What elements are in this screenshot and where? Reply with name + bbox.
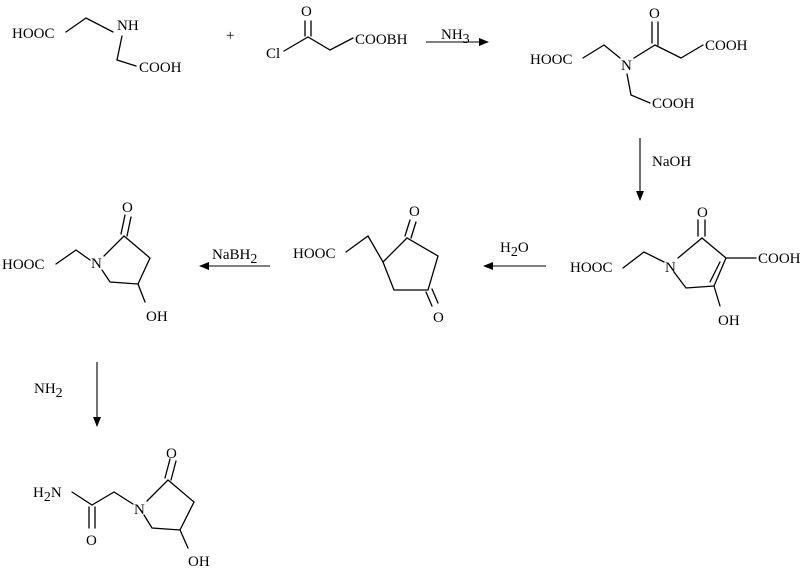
bond: [179, 529, 189, 549]
bond: [622, 251, 665, 269]
cooh-label: HOOC: [530, 52, 573, 68]
cooh-label: COOH: [652, 96, 695, 112]
bond: [582, 44, 621, 59]
nitrogen-label: N: [621, 58, 632, 74]
ring-bond: [382, 237, 439, 291]
oxygen-label: O: [409, 204, 420, 220]
cooh-label: COOH: [705, 38, 748, 54]
ring-bond: [101, 235, 151, 285]
step2-arrow: NaOH: [636, 138, 691, 201]
hydroxyl-label: OH: [718, 313, 740, 329]
bond: [345, 235, 384, 263]
bond: [137, 283, 146, 303]
bond: [713, 285, 721, 307]
hydroxyl-label: OH: [146, 309, 168, 325]
oxygen-label: O: [697, 205, 708, 221]
bond: [404, 219, 411, 237]
plus-sign: +: [226, 28, 234, 44]
cooh-label: HOOC: [570, 260, 613, 276]
bond: [283, 36, 354, 52]
pyrrolone-intermediate: HOOC N O COOH OH: [570, 205, 800, 329]
step5-arrow: NH2: [34, 362, 101, 427]
chlorine-label: Cl: [266, 46, 280, 62]
step3-arrow: H2O: [483, 240, 546, 270]
bond: [626, 73, 651, 104]
bond: [164, 458, 171, 479]
amine-label: H2N: [33, 485, 62, 505]
step1-arrow: NH3: [426, 27, 489, 47]
step4-arrow: NaBH2: [199, 247, 270, 270]
oxygen-label: O: [301, 4, 312, 20]
hydroxyl-label: OH: [188, 554, 210, 570]
reagent-naoh: NaOH: [652, 154, 691, 170]
cyclopentanedione-intermediate: HOOC O O: [293, 204, 444, 326]
cooh-label: HOOC: [12, 26, 55, 42]
oxygen-label: O: [166, 446, 177, 462]
bond: [425, 291, 433, 307]
bond: [65, 17, 114, 33]
reagent-nh3: NH3: [441, 27, 470, 47]
oxygen-label: O: [649, 6, 660, 22]
oxygen-label: O: [433, 310, 444, 326]
nitrogen-label: N: [134, 502, 145, 518]
acyl-chloride: O Cl COOBH: [266, 4, 408, 62]
final-product: H2N O N O OH: [33, 446, 210, 570]
amide-intermediate: HOOC N O COOH COOH: [530, 6, 748, 112]
double-bond: [709, 261, 721, 283]
cooh-label: COOH: [139, 60, 182, 76]
reagent-nh2: NH2: [34, 381, 63, 401]
bond: [431, 288, 439, 304]
nh-label: NH: [117, 18, 139, 34]
nitrogen-label: N: [665, 260, 676, 276]
ester-label: COOBH: [355, 32, 408, 48]
bond: [633, 44, 704, 59]
reagent-water: H2O: [500, 240, 529, 260]
oxygen-label: O: [122, 200, 133, 216]
iminodiacetic-acid: HOOC NH COOH: [12, 17, 182, 76]
ring-bond: [143, 479, 195, 531]
nitrogen-label: N: [91, 256, 102, 272]
cooh-label: HOOC: [2, 257, 45, 273]
bond: [55, 249, 91, 265]
bond: [410, 221, 417, 239]
bond: [71, 491, 134, 506]
bond: [116, 35, 137, 67]
ring-bond: [673, 237, 727, 289]
bond: [126, 216, 132, 237]
cooh-label: COOH: [758, 251, 800, 267]
bond: [120, 214, 126, 235]
reagent-nabh2: NaBH2: [212, 247, 257, 267]
cooh-label: HOOC: [293, 246, 336, 262]
bond: [170, 460, 177, 481]
oxygen-label: O: [86, 533, 97, 549]
hydroxy-pyrrolidone-acid: HOOC N O OH: [2, 200, 168, 325]
